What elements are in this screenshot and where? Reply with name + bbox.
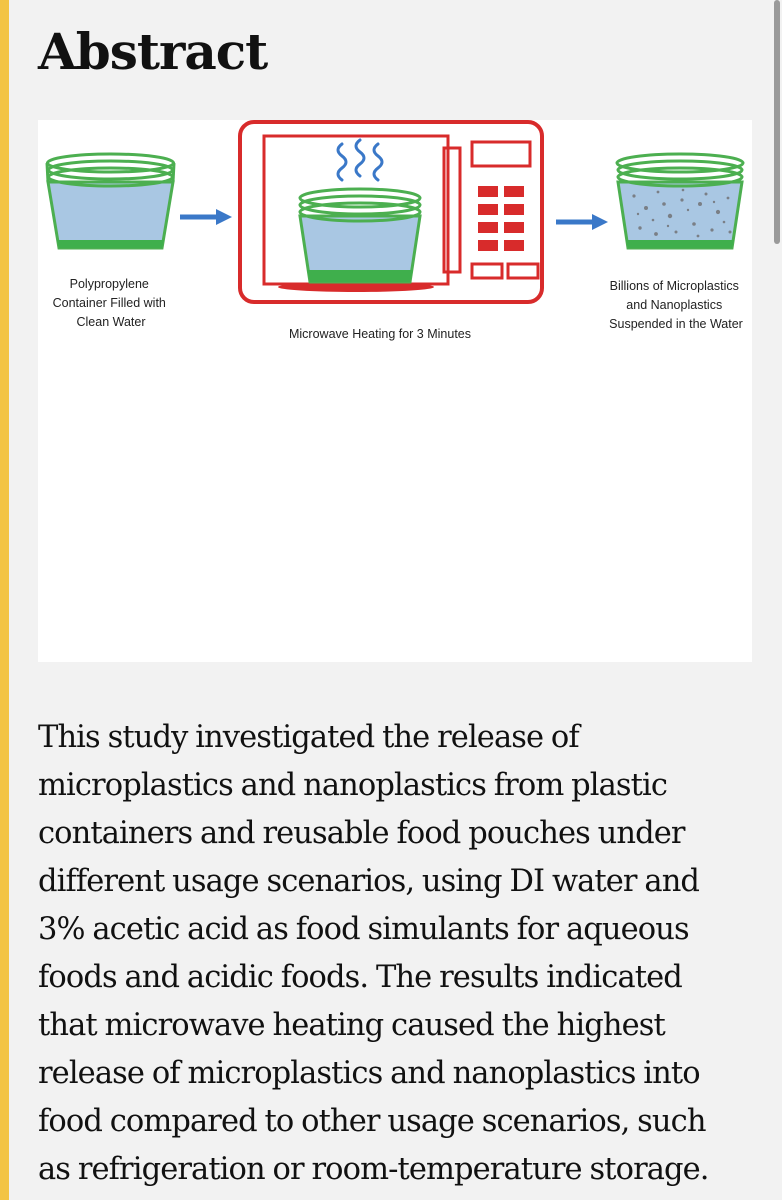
scrollbar-thumb[interactable] <box>774 0 780 244</box>
step2-caption: Microwave Heating for 3 Minutes <box>289 327 471 341</box>
accent-bar <box>0 0 9 1200</box>
abstract-line: This study investigated the release of <box>38 720 580 755</box>
abstract-line: 3% acetic acid as food simulants for aqu… <box>38 912 690 947</box>
step3-caption: Billions of Microplastics and Nanoplasti… <box>609 279 743 331</box>
graphical-abstract-figure: Polypropylene Container Filled with Clea… <box>38 120 752 662</box>
particles-icon <box>632 188 732 238</box>
arrow-right-icon <box>180 209 232 225</box>
abstract-line: release of microplastics and nanoplastic… <box>38 1056 701 1091</box>
abstract-body: This study investigated the release of m… <box>38 714 738 1194</box>
container-icon <box>45 152 176 250</box>
abstract-line: different usage scenarios, using DI wate… <box>38 864 700 899</box>
arrow-right-icon <box>556 214 608 230</box>
abstract-line: foods and acidic foods. The results indi… <box>38 960 683 995</box>
abstract-line: food compared to other usage scenarios, … <box>38 1104 706 1139</box>
abstract-line: microplastics and nanoplastics from plas… <box>38 768 668 803</box>
container-icon <box>615 152 745 250</box>
abstract-line: containers and reusable food pouches und… <box>38 816 686 851</box>
step1-caption: Polypropylene Container Filled with Clea… <box>53 277 170 329</box>
container-icon <box>298 187 422 284</box>
abstract-line: that microwave heating caused the highes… <box>38 1008 666 1043</box>
abstract-heading: Abstract <box>38 22 268 81</box>
steam-icon <box>336 138 384 182</box>
abstract-line: as refrigeration or room-temperature sto… <box>38 1152 710 1187</box>
microwave-icon <box>238 120 544 304</box>
